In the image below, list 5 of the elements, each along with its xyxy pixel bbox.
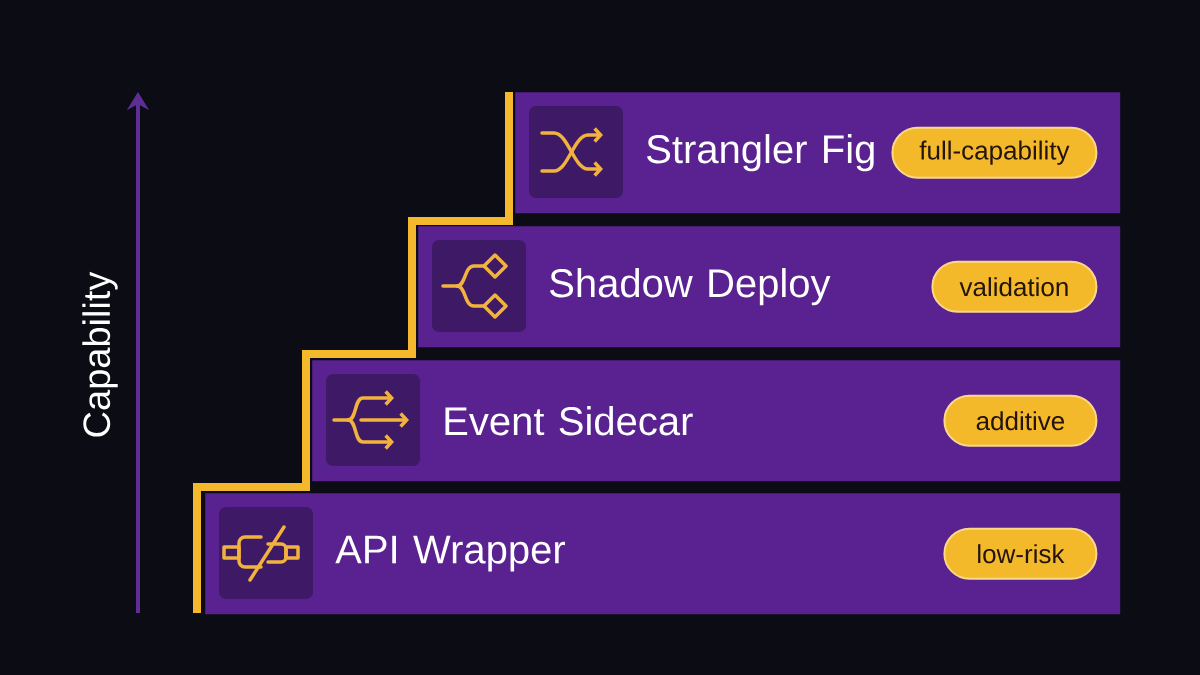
tag-pill: validation: [931, 260, 1098, 313]
axis-label: Capability: [82, 271, 118, 437]
tag-pill: additive: [943, 394, 1098, 447]
tag-pill: low-risk: [943, 527, 1098, 580]
tag-pill: full-capability: [891, 126, 1098, 179]
